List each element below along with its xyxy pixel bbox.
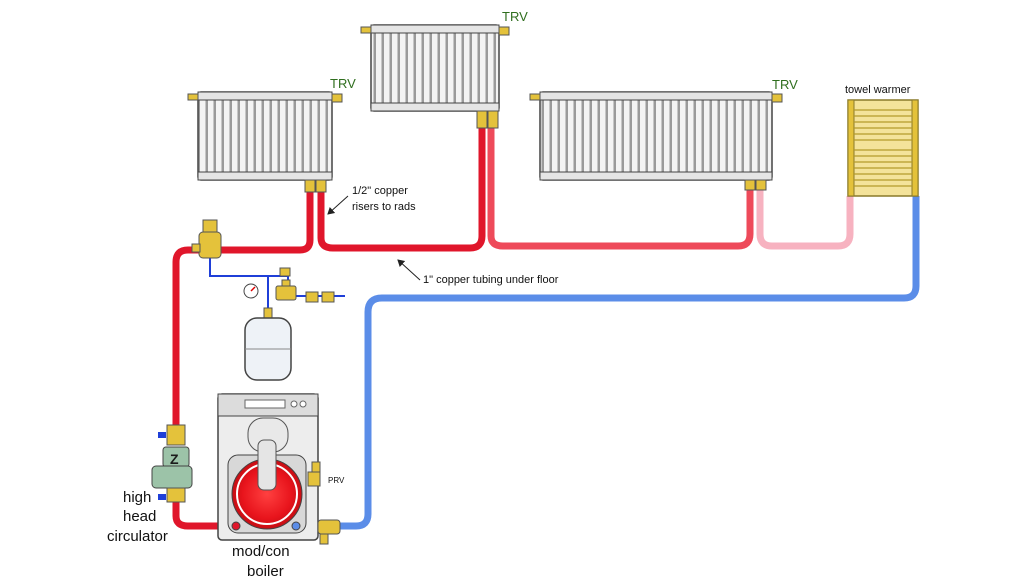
tubing-label: 1" copper tubing under floor xyxy=(423,274,559,286)
towel-warmer xyxy=(847,99,919,197)
circulator-symbol: Z xyxy=(170,451,179,467)
towel-warmer-label: towel warmer xyxy=(845,84,911,96)
radiator-2 xyxy=(360,24,510,129)
warm-supply-pipe xyxy=(487,128,754,250)
boiler-label-line1: mod/con xyxy=(232,543,290,560)
return-pipe xyxy=(296,196,920,530)
boiler-label-line2: boiler xyxy=(247,563,284,580)
circulator-label-line2: head xyxy=(123,508,156,525)
air-separator xyxy=(191,219,222,259)
fill-valve xyxy=(275,267,335,303)
circulator-label-line1: high xyxy=(123,489,151,506)
cool-pipe xyxy=(756,190,854,250)
trv-label-3: TRV xyxy=(772,77,798,92)
radiator-3 xyxy=(529,91,783,191)
risers-leader xyxy=(327,195,349,215)
supply-main-pipe xyxy=(172,192,314,425)
radiator-1 xyxy=(187,91,343,193)
circulator xyxy=(151,424,193,503)
pressure-gauge xyxy=(243,283,259,299)
tubing-leader xyxy=(397,259,421,281)
circulator-label-line3: circulator xyxy=(107,528,168,545)
risers-label-line1: 1/2" copper xyxy=(352,185,408,197)
prv-label: PRV xyxy=(328,476,345,485)
trv-label-1: TRV xyxy=(330,76,356,91)
risers-label-line2: risers to rads xyxy=(352,201,416,213)
trv-label-2: TRV xyxy=(502,9,528,24)
boiler xyxy=(217,393,319,541)
expansion-tank xyxy=(244,307,292,381)
boiler-supply-pipe xyxy=(172,490,236,530)
prv-valve xyxy=(307,461,321,487)
drain-valve xyxy=(317,519,341,545)
supply-branch-pipe xyxy=(317,128,486,252)
